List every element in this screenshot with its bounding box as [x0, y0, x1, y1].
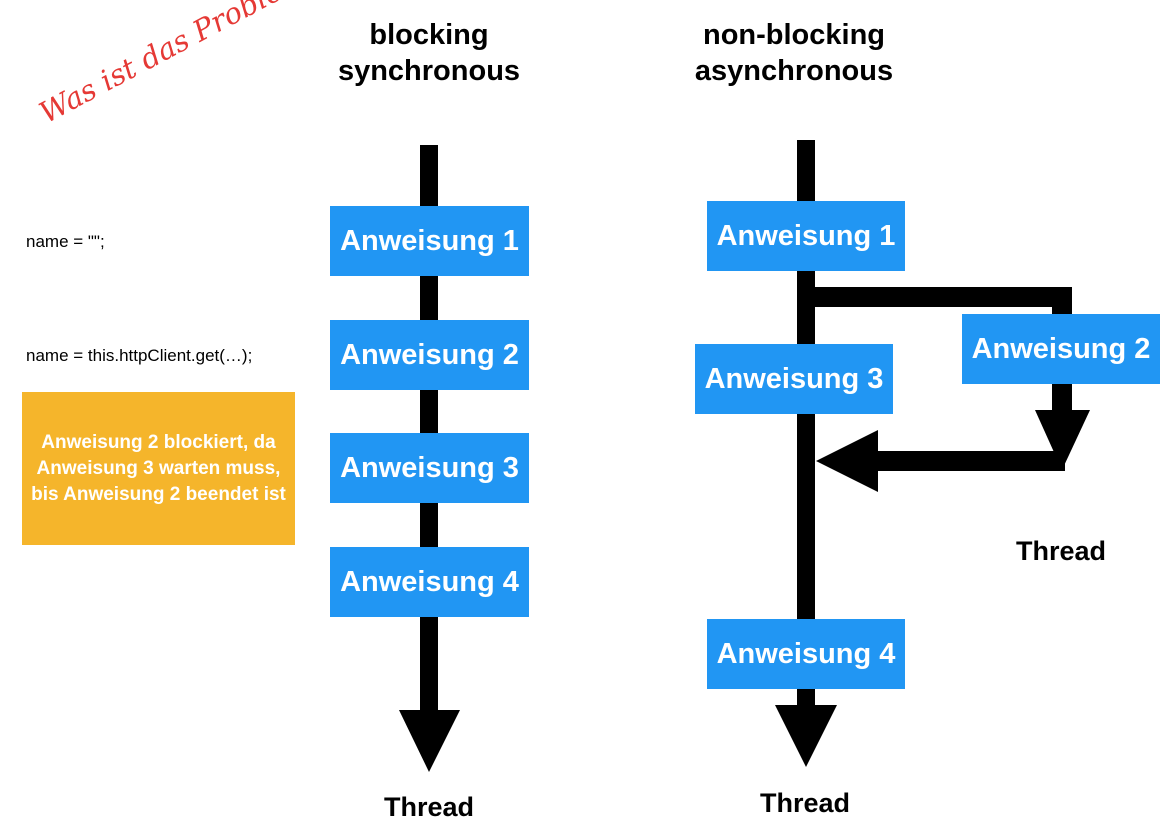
blocking-note-text: Anweisung 2 blockiert, da Anweisung 3 wa… — [31, 431, 286, 505]
blocking-thread-label: Thread — [383, 792, 475, 822]
branch-vertical-top — [1052, 287, 1072, 317]
side-thread-arrowhead — [1035, 410, 1090, 470]
blocking-heading: blocking synchronous — [309, 17, 549, 89]
blocking-step-4: Anweisung 4 — [330, 547, 529, 617]
blocking-step-3: Anweisung 3 — [330, 433, 529, 503]
nonblocking-heading-line1: non-blocking — [702, 19, 886, 51]
blocking-thread-arrowhead — [399, 710, 460, 772]
side-thread-label: Thread — [1015, 536, 1107, 566]
nonblocking-heading: non-blocking asynchronous — [674, 17, 914, 89]
return-horizontal — [870, 451, 1065, 471]
nonblocking-thread-arrowhead — [775, 705, 837, 767]
code-line-1: name = ""; — [26, 232, 105, 251]
nonblocking-thread-label: Thread — [759, 788, 851, 818]
blocking-heading-line2: synchronous — [337, 55, 521, 87]
blocking-step-2: Anweisung 2 — [330, 320, 529, 390]
blocking-step-1: Anweisung 1 — [330, 206, 529, 276]
nonblocking-step-1: Anweisung 1 — [707, 201, 905, 271]
nonblocking-thread-line — [797, 140, 815, 710]
nonblocking-step-2: Anweisung 2 — [962, 314, 1160, 384]
blocking-note: Anweisung 2 blockiert, da Anweisung 3 wa… — [22, 392, 295, 545]
nonblocking-step-4: Anweisung 4 — [707, 619, 905, 689]
branch-vertical-bottom — [1052, 383, 1072, 413]
blocking-heading-line1: blocking — [369, 19, 489, 51]
code-line-2: name = this.httpClient.get(…); — [26, 346, 253, 365]
nonblocking-step-3: Anweisung 3 — [695, 344, 893, 414]
branch-horizontal — [806, 287, 1070, 307]
return-arrowhead — [816, 430, 878, 492]
nonblocking-heading-line2: asynchronous — [694, 55, 894, 87]
